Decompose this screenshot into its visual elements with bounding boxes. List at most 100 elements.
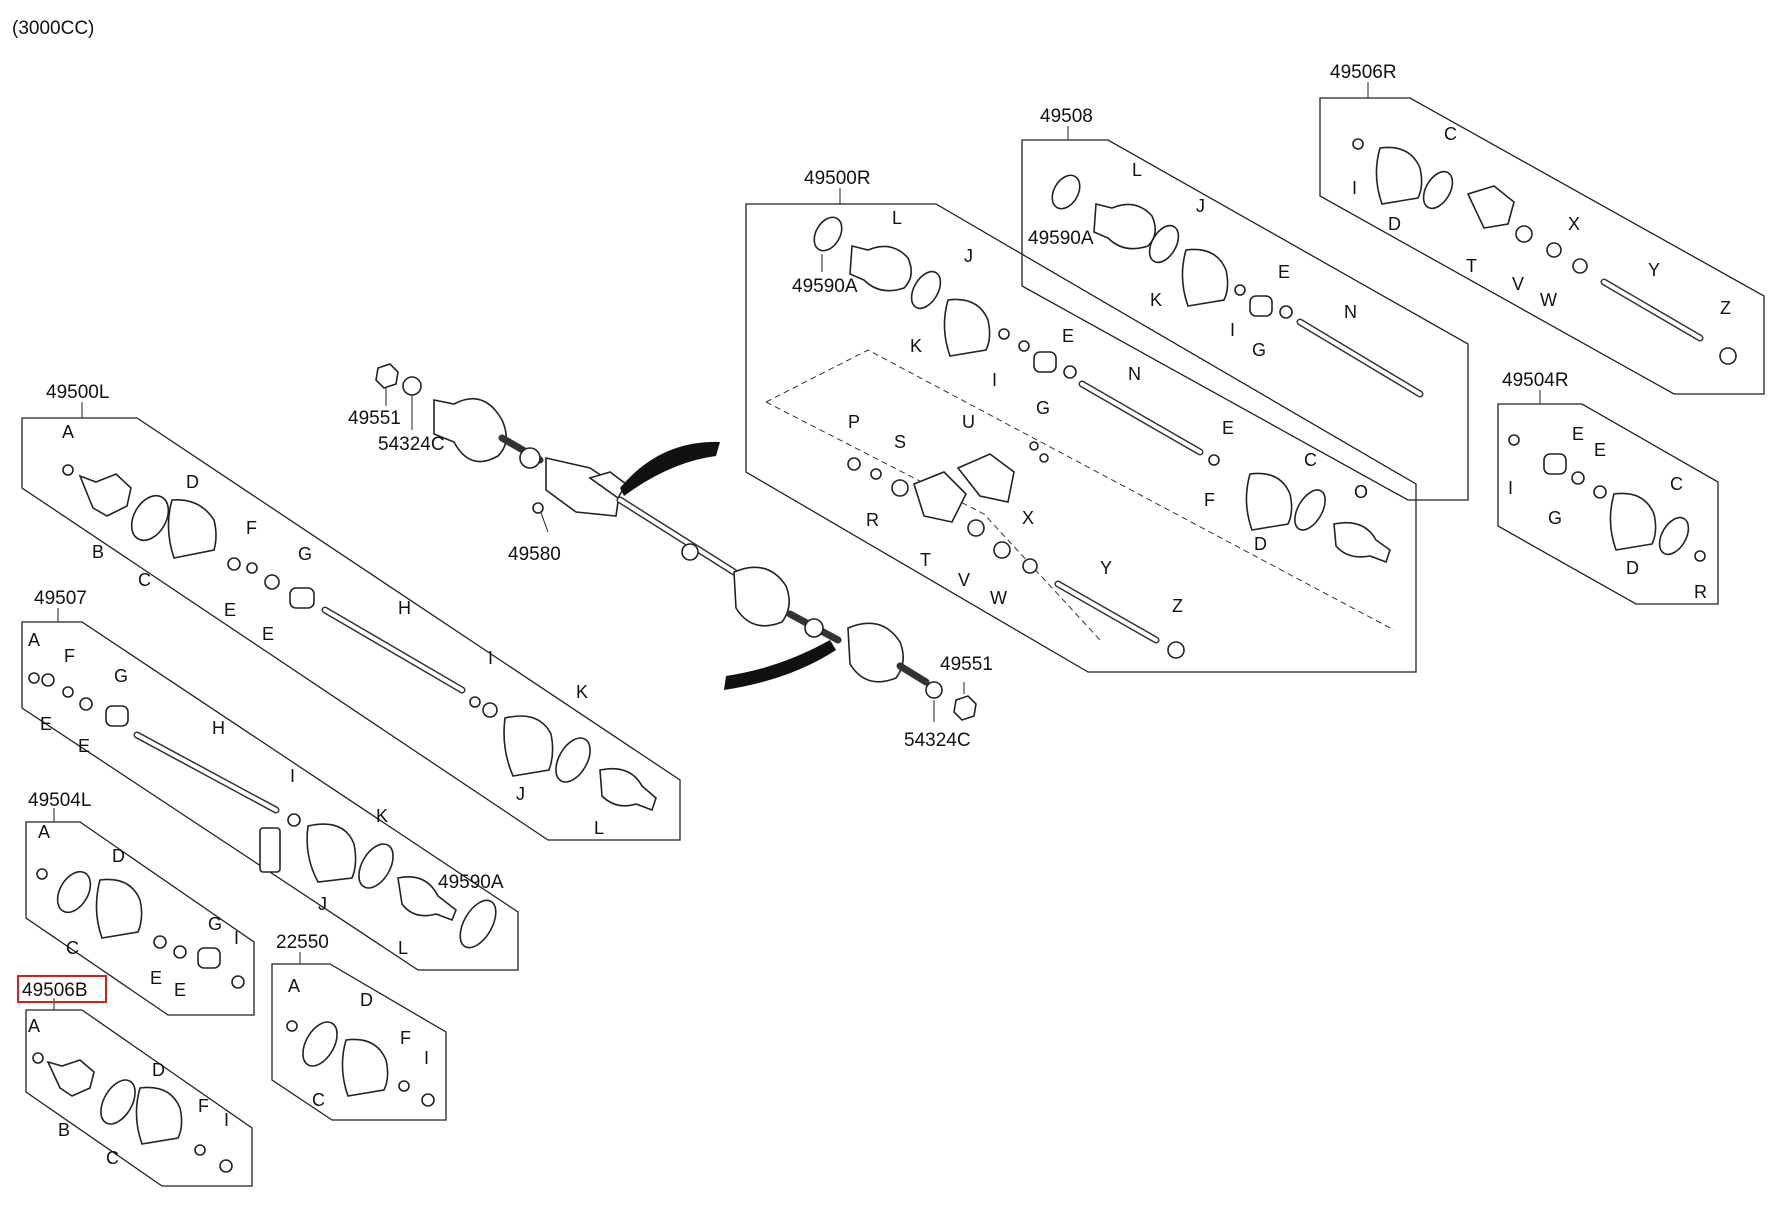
callout-F: F bbox=[64, 646, 75, 666]
callout-D: D bbox=[1254, 534, 1267, 554]
ring-49590A[interactable]: 49590A bbox=[792, 276, 858, 297]
callout-X: X bbox=[1568, 214, 1580, 234]
group-49508: 49508 49590A L J K E I G N bbox=[1021, 106, 1469, 501]
callout-I: I bbox=[424, 1048, 429, 1068]
group-49504R: 49504R I E E G C D R bbox=[1497, 370, 1719, 605]
callout-G: G bbox=[298, 544, 312, 564]
callout-E: E bbox=[1062, 326, 1074, 346]
callout-Z: Z bbox=[1720, 298, 1731, 318]
callout-E: E bbox=[40, 714, 52, 734]
callout-D: D bbox=[360, 990, 373, 1010]
part-number-22550[interactable]: 22550 bbox=[276, 932, 329, 953]
callout-B: B bbox=[58, 1120, 70, 1140]
callout-G: G bbox=[1548, 508, 1562, 528]
callout-N: N bbox=[1128, 364, 1141, 384]
callout-J: J bbox=[516, 784, 525, 804]
nut-top-label[interactable]: 49551 bbox=[348, 408, 401, 429]
group-22550: 22550 A C D F I bbox=[271, 932, 447, 1121]
washer-bottom-label[interactable]: 54324C bbox=[904, 730, 971, 751]
callout-I: I bbox=[234, 928, 239, 948]
callout-L: L bbox=[398, 938, 408, 958]
center-shaft-assembly: 49551 54324C 49580 49551 54324C bbox=[348, 363, 993, 751]
callout-I: I bbox=[1230, 320, 1235, 340]
bolt-label[interactable]: 49580 bbox=[508, 544, 561, 565]
callout-G: G bbox=[1252, 340, 1266, 360]
callout-K: K bbox=[376, 806, 388, 826]
callout-E: E bbox=[224, 600, 236, 620]
callout-C: C bbox=[106, 1148, 119, 1168]
callout-H: H bbox=[398, 598, 411, 618]
callout-G: G bbox=[114, 666, 128, 686]
part-number-49504R[interactable]: 49504R bbox=[1502, 370, 1569, 391]
callout-D: D bbox=[1626, 558, 1639, 578]
callout-F: F bbox=[400, 1028, 411, 1048]
callout-D: D bbox=[152, 1060, 165, 1080]
callout-B: B bbox=[92, 542, 104, 562]
group-49500R: 49500R 49590A L J K bbox=[745, 168, 1417, 673]
callout-I: I bbox=[290, 766, 295, 786]
callout-F: F bbox=[198, 1096, 209, 1116]
callout-Y: Y bbox=[1100, 558, 1112, 578]
callout-A: A bbox=[28, 630, 40, 650]
callout-P: P bbox=[848, 412, 860, 432]
callout-E: E bbox=[174, 980, 186, 1000]
nut-bottom-label[interactable]: 49551 bbox=[940, 654, 993, 675]
callout-C: C bbox=[1304, 450, 1317, 470]
callout-I: I bbox=[992, 370, 997, 390]
callout-Y: Y bbox=[1648, 260, 1660, 280]
highlight-box bbox=[17, 975, 107, 1003]
callout-L: L bbox=[594, 818, 604, 838]
callout-C: C bbox=[1670, 474, 1683, 494]
callout-C: C bbox=[1444, 124, 1457, 144]
callout-X: X bbox=[1022, 508, 1034, 528]
part-number-49500R[interactable]: 49500R bbox=[804, 168, 871, 189]
group-49506R: 49506R C I D T V X W Y Z bbox=[1319, 62, 1765, 395]
callout-K: K bbox=[576, 682, 588, 702]
callout-E: E bbox=[1278, 262, 1290, 282]
callout-D: D bbox=[1388, 214, 1401, 234]
callout-E: E bbox=[262, 624, 274, 644]
callout-E: E bbox=[78, 736, 90, 756]
callout-I: I bbox=[1508, 478, 1513, 498]
callout-U: U bbox=[962, 412, 975, 432]
callout-C: C bbox=[312, 1090, 325, 1110]
callout-N: N bbox=[1344, 302, 1357, 322]
callout-V: V bbox=[958, 570, 970, 590]
callout-K: K bbox=[910, 336, 922, 356]
group-49504L: 49504L A D C G E E I bbox=[25, 790, 255, 1016]
callout-L: L bbox=[1132, 160, 1142, 180]
callout-J: J bbox=[964, 246, 973, 266]
callout-W: W bbox=[990, 588, 1007, 608]
washer-top-label[interactable]: 54324C bbox=[378, 434, 445, 455]
callout-A: A bbox=[288, 976, 300, 996]
ring-49590A[interactable]: 49590A bbox=[1028, 228, 1094, 249]
callout-E: E bbox=[1572, 424, 1584, 444]
callout-Z: Z bbox=[1172, 596, 1183, 616]
part-number-49506B[interactable]: 49506B bbox=[22, 980, 88, 1001]
callout-E: E bbox=[1594, 440, 1606, 460]
callout-W: W bbox=[1540, 290, 1557, 310]
callout-C: C bbox=[138, 570, 151, 590]
callout-A: A bbox=[62, 422, 74, 442]
callout-49590A[interactable]: 49590A bbox=[438, 872, 504, 893]
group-49506B: 49506B A B C D F I bbox=[17, 975, 253, 1187]
callout-T: T bbox=[1466, 256, 1477, 276]
callout-R: R bbox=[1694, 582, 1707, 602]
part-number-49504L[interactable]: 49504L bbox=[28, 790, 91, 811]
callout-R: R bbox=[866, 510, 879, 530]
callout-G: G bbox=[208, 914, 222, 934]
callout-H: H bbox=[212, 718, 225, 738]
part-number-49508[interactable]: 49508 bbox=[1040, 106, 1093, 127]
part-number-49506R[interactable]: 49506R bbox=[1330, 62, 1397, 83]
callout-S: S bbox=[894, 432, 906, 452]
callout-E: E bbox=[1222, 418, 1234, 438]
callout-L: L bbox=[892, 208, 902, 228]
group-49500L: 49500L A B C D F E E G H I J K L bbox=[21, 382, 681, 841]
callout-G: G bbox=[1036, 398, 1050, 418]
part-number-49507[interactable]: 49507 bbox=[34, 588, 87, 609]
callout-D: D bbox=[112, 846, 125, 866]
callout-F: F bbox=[1204, 490, 1215, 510]
part-number-49500L[interactable]: 49500L bbox=[46, 382, 109, 403]
callout-A: A bbox=[28, 1016, 40, 1036]
